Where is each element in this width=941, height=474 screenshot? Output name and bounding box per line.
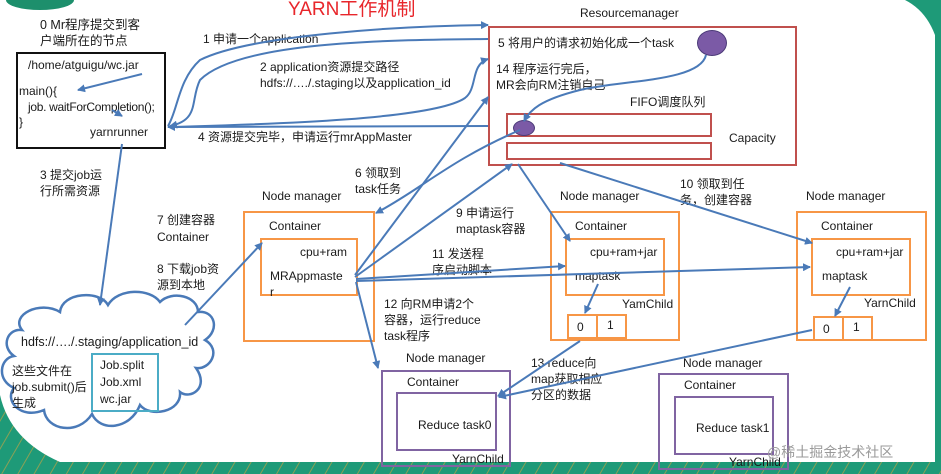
capacity-label: Capacity bbox=[729, 131, 776, 145]
nm-reduce0-label: Node manager bbox=[406, 351, 486, 365]
hdfs-files-box bbox=[91, 353, 159, 412]
step8-line2: 源到本地 bbox=[157, 278, 206, 292]
appmaster-process-line2: r bbox=[270, 285, 274, 299]
step9-line1: 9 申请运行 bbox=[456, 206, 515, 220]
map2-process: maptask bbox=[822, 269, 868, 283]
step7-line2: Container bbox=[157, 230, 210, 244]
nm-map2-container-label: Container bbox=[821, 219, 874, 233]
step1-label: 1 申请一个application bbox=[203, 32, 319, 46]
map2-child-label: YarnChild bbox=[864, 296, 916, 310]
nm-map1-container-label: Container bbox=[575, 219, 628, 233]
step3-line1: 3 提交job运 bbox=[40, 168, 103, 182]
map1-partition-1-label: 1 bbox=[607, 318, 614, 332]
hdfs-note-line1: 这些文件在 bbox=[12, 364, 73, 378]
appmaster-process-line1: MRAppmaste bbox=[270, 269, 343, 283]
reduce1-child-label: YarnChild bbox=[729, 455, 781, 469]
hdfs-note-line2: job.submit()后 bbox=[12, 380, 87, 394]
arrow-step4 bbox=[167, 122, 489, 131]
map2-partition-1 bbox=[842, 316, 873, 341]
reduce1-process: Reduce task1 bbox=[696, 421, 770, 435]
step6-line1: 6 领取到 bbox=[355, 166, 402, 180]
step11-line1: 11 发送程 bbox=[432, 247, 484, 261]
reduce0-child-label: YarnChild bbox=[452, 452, 504, 466]
nm-reduce0-box bbox=[381, 370, 511, 467]
rm-label: Resourcemanager bbox=[580, 6, 679, 20]
arrow-step3 bbox=[96, 143, 123, 306]
frame-right-edge bbox=[935, 30, 941, 470]
hdfs-path: hdfs://…./.staging/application_id bbox=[21, 335, 199, 349]
fifo-queue-label: FIFO调度队列 bbox=[630, 95, 706, 109]
map2-partition-0-label: 0 bbox=[823, 322, 830, 336]
step4-label: 4 资源提交完毕，申请运行mrAppMaster bbox=[198, 130, 413, 144]
client-code-wait: job. waitForCompletion(); bbox=[28, 100, 155, 114]
step8-line1: 8 下载job资 bbox=[157, 262, 220, 276]
client-label-line2: 户端所在的节点 bbox=[40, 34, 128, 48]
step3-line2: 行所需资源 bbox=[40, 184, 101, 198]
step13-line1: 13 reduce向 bbox=[531, 356, 597, 370]
nm-reduce1-container-label: Container bbox=[684, 378, 737, 392]
step2-line2: hdfs://…./.staging以及application_id bbox=[260, 76, 451, 90]
watermark: @稀土掘金技术社区 bbox=[767, 444, 894, 460]
client-box bbox=[16, 52, 166, 149]
hdfs-file-jar: wc.jar bbox=[100, 392, 132, 406]
step7-line1: 7 创建容器 bbox=[157, 213, 216, 227]
step10-line2: 务，创建容器 bbox=[680, 193, 753, 207]
task-circle-new bbox=[697, 30, 727, 56]
map1-resources: cpu+ram+jar bbox=[590, 245, 658, 259]
fifo-queue-slot-2 bbox=[506, 142, 712, 160]
map1-process: maptask bbox=[575, 269, 621, 283]
logo-circle bbox=[6, 0, 74, 10]
step10-line1: 10 领取到任 bbox=[680, 177, 745, 191]
step12-line2: 容器，运行reduce bbox=[384, 313, 481, 327]
appmaster-resources: cpu+ram bbox=[300, 245, 348, 259]
step13-line3: 分区的数据 bbox=[531, 388, 592, 402]
map2-resources: cpu+ram+jar bbox=[836, 245, 904, 259]
client-label-line1: 0 Mr程序提交到客 bbox=[40, 18, 141, 32]
diagram-title: YARN工作机制 bbox=[288, 0, 416, 20]
step2-line1: 2 application资源提交路径 bbox=[260, 60, 400, 74]
step14-line1: 14 程序运行完后， bbox=[496, 62, 597, 76]
client-jar-path: /home/atguigu/wc.jar bbox=[28, 58, 139, 72]
step5-label: 5 将用户的请求初始化成一个task bbox=[498, 36, 675, 50]
hdfs-file-split: Job.split bbox=[100, 358, 145, 372]
reduce0-container-box bbox=[396, 392, 497, 451]
map2-partition-1-label: 1 bbox=[853, 320, 860, 334]
nm-appmaster-container-label: Container bbox=[269, 219, 322, 233]
hdfs-note-line3: 生成 bbox=[12, 396, 37, 410]
nm-reduce0-container-label: Container bbox=[407, 375, 460, 389]
hdfs-file-xml: Job.xml bbox=[100, 375, 142, 389]
map1-partition-0-label: 0 bbox=[577, 320, 584, 334]
step9-line2: maptask容器 bbox=[456, 222, 526, 236]
step14-line2: MR会向RM注销自己 bbox=[496, 78, 606, 92]
step13-line2: map获取相应 bbox=[531, 372, 603, 386]
step12-line1: 12 向RM申请2个 bbox=[384, 297, 475, 311]
client-yarnrunner: yarnrunner bbox=[90, 125, 149, 139]
task-circle-queued bbox=[513, 120, 535, 136]
nm-map2-label: Node manager bbox=[806, 189, 886, 203]
nm-reduce1-label: Node manager bbox=[683, 356, 763, 370]
step6-line2: task任务 bbox=[355, 182, 402, 196]
frame-top-right-corner bbox=[905, 0, 941, 60]
reduce0-process: Reduce task0 bbox=[418, 418, 492, 432]
nm-appmaster-label: Node manager bbox=[262, 189, 342, 203]
fifo-queue-slot-1 bbox=[506, 113, 712, 137]
map2-container-box bbox=[811, 238, 911, 296]
step12-line3: task程序 bbox=[384, 329, 431, 343]
client-code-close: } bbox=[19, 115, 24, 129]
client-code-main: main(){ bbox=[19, 84, 58, 98]
nm-map1-label: Node manager bbox=[560, 189, 640, 203]
step11-line2: 序启动脚本 bbox=[432, 263, 493, 277]
map1-child-label: YamChild bbox=[622, 297, 674, 311]
